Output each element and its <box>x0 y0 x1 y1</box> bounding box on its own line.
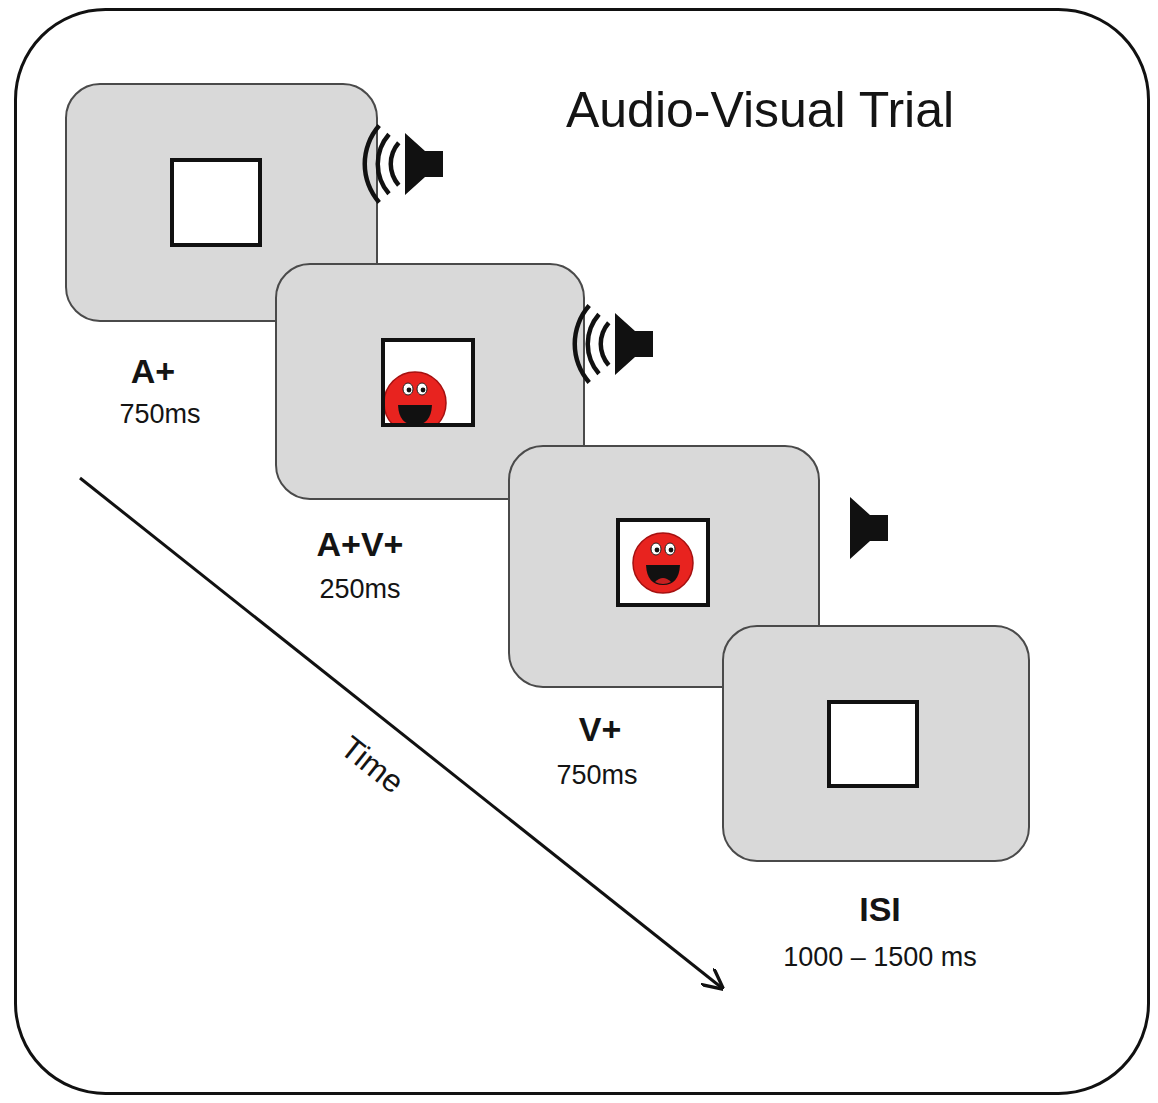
face-disc <box>633 533 693 593</box>
sound-wave <box>599 321 611 366</box>
face-eye <box>665 543 675 555</box>
face-pupil <box>407 388 412 393</box>
sound-wave <box>389 141 401 186</box>
screen-frame <box>723 626 1029 861</box>
face-pupil <box>669 548 674 553</box>
sound-wave <box>363 124 381 204</box>
speaker-cone <box>615 313 653 375</box>
condition-label: A+V+ <box>317 526 404 563</box>
speaker-cone <box>405 133 443 195</box>
square-border <box>829 702 917 786</box>
screen-graphic <box>722 625 1030 862</box>
fixation-square <box>618 520 708 605</box>
condition-label: ISI <box>859 891 901 928</box>
axis-label: Time <box>334 729 411 800</box>
condition-label: V+ <box>579 711 622 748</box>
face-eye <box>651 543 661 555</box>
panel-border <box>16 10 1149 1094</box>
trial-panel: Audio-Visual TrialA+750msA+V+250msV+750m… <box>14 8 1150 1095</box>
face-eye <box>403 383 413 395</box>
fixation-square <box>172 160 260 245</box>
square-border <box>383 340 473 425</box>
square-border <box>618 520 708 605</box>
fixation-square <box>829 702 917 786</box>
time-arrow <box>80 478 722 988</box>
face-pupil <box>421 388 426 393</box>
sound-wave <box>585 313 600 376</box>
face-eye <box>417 383 427 395</box>
screen-box: ISI1000 – 1500 ms <box>722 625 1030 862</box>
condition-label: A+ <box>131 353 175 390</box>
diagram-title: Audio-Visual Trial <box>566 83 954 138</box>
face-disc <box>384 372 446 425</box>
duration-label: 750ms <box>119 400 200 430</box>
speaker-icon <box>573 304 653 384</box>
square-border <box>172 160 260 245</box>
face-mouth <box>646 565 680 585</box>
face-tongue <box>655 578 671 584</box>
smiley-face <box>384 372 446 425</box>
smiley-face <box>633 533 693 593</box>
face-clip <box>384 372 446 425</box>
duration-label: 250ms <box>319 575 400 605</box>
speaker-cone <box>850 497 888 559</box>
duration-label: 750ms <box>556 761 637 791</box>
sound-wave <box>573 304 591 384</box>
speaker-icon <box>363 124 443 204</box>
duration-label: 1000 – 1500 ms <box>783 943 977 973</box>
face-pupil <box>655 548 660 553</box>
sound-wave <box>375 133 390 196</box>
face-mouth <box>398 405 432 425</box>
speaker-icon <box>850 497 888 559</box>
